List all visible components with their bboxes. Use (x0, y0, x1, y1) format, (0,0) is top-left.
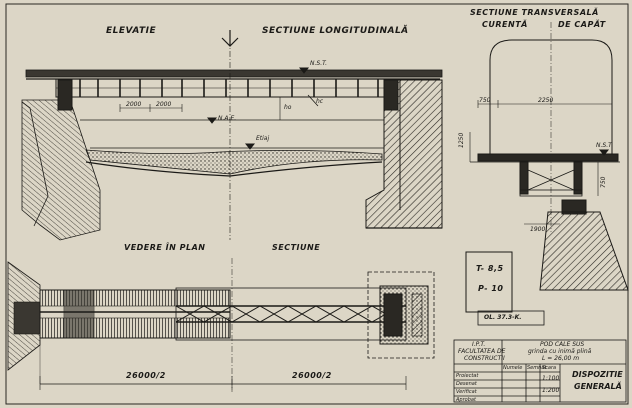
tb-row-2: Desenat (456, 381, 477, 387)
dim-2250: 2250 (538, 97, 554, 104)
plan-view-title: VEDERE ÎN PLAN (124, 243, 206, 252)
dim-750: 750 (479, 97, 491, 104)
steel-grade-box (477, 310, 545, 326)
tb-header-name: Numele (503, 365, 523, 371)
load-t: T- 8,5 (476, 264, 504, 273)
tb-desc-1: POD CALE SUS (540, 341, 585, 348)
longitudinal-section-title: SECTIUNE LONGITUDINALĂ (262, 26, 409, 36)
tb-institute-2: FACULTATEA DE (458, 348, 506, 355)
load-p: P- 10 (478, 284, 504, 293)
tb-row-3: Verificat (456, 389, 477, 395)
tb-scale-2: 1:200 (542, 387, 560, 394)
tb-header-sign: Semnăt. (527, 365, 548, 371)
title-block (453, 339, 627, 403)
tb-institute-3: CONSTRUCTII (464, 355, 505, 362)
plan-view (7, 258, 435, 392)
ho-label: ho (284, 104, 292, 111)
dim-2000-a: 2000 (126, 101, 142, 108)
elevation-title: ELEVATIE (106, 26, 157, 36)
tb-sheet-title-1: DISPOZITIE (572, 370, 623, 379)
cross-section-current-label: CURENTĂ (482, 20, 528, 29)
tb-institute-1: I.P.T. (472, 341, 486, 348)
cross-section-view (469, 22, 629, 291)
tb-row-4: Aprobat (456, 397, 476, 403)
dim-750-vertical: 750 (600, 176, 607, 188)
hae-level-label: N.A.E. (218, 115, 237, 122)
tb-desc-2: grinda cu inimă plină (528, 348, 592, 355)
nst-cross-label: N.S.T. (596, 142, 613, 149)
load-class-box (465, 251, 513, 313)
steel-grade: OL. 37.3-K. (484, 314, 522, 321)
tb-row-1: Proiectat (456, 373, 479, 379)
dim-1900: 1900 (530, 226, 546, 233)
cross-section-title: SECTIUNE TRANSVERSALĂ (470, 8, 599, 17)
dim-half-span-right: 26000/2 (292, 371, 332, 380)
tb-scale-1: 1:100 (542, 375, 560, 382)
dim-2000-b: 2000 (156, 101, 172, 108)
nst-level-label: N.S.T. (310, 60, 327, 67)
tb-sheet-title-2: GENERALĂ (574, 382, 622, 391)
dim-1250: 1250 (458, 132, 465, 148)
hc-label: hc (316, 98, 324, 105)
tb-header-scale: Scara (542, 365, 557, 371)
cross-section-end-label: DE CAPĂT (558, 20, 606, 29)
tb-desc-3: L = 26,00 m (542, 355, 580, 362)
section-title: SECTIUNE (272, 243, 321, 252)
dim-half-span-left: 26000/2 (126, 371, 166, 380)
etiaj-label: Etiaj (256, 135, 270, 142)
elevation-view (21, 30, 443, 241)
